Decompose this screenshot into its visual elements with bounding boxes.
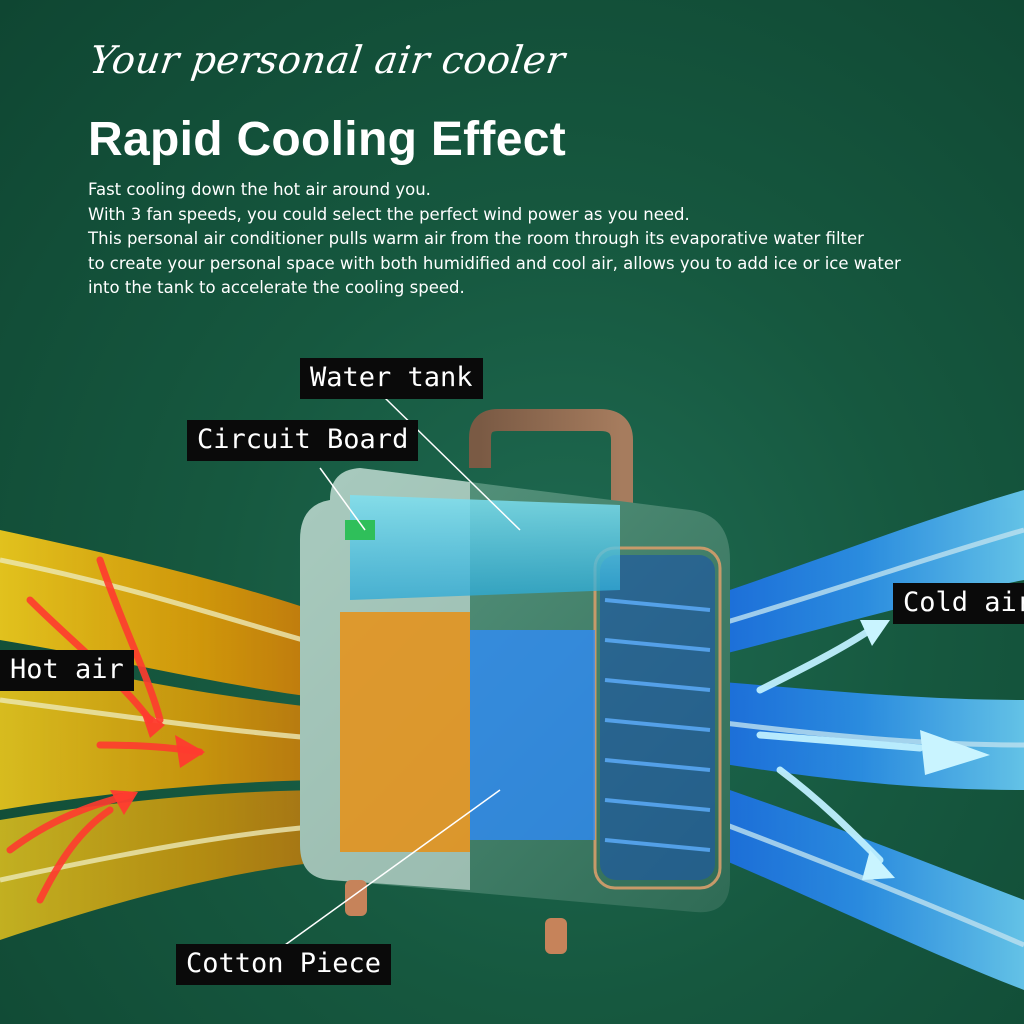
description-line-5: into the tank to accelerate the cooling … bbox=[88, 278, 465, 297]
description-line-4: to create your personal space with both … bbox=[88, 253, 901, 273]
cotton-piece-label: Cotton Piece bbox=[176, 944, 392, 985]
description: Fast cooling down the hot air around you… bbox=[88, 178, 1008, 301]
cold-air-label: Cold air bbox=[893, 583, 1024, 624]
hot-air-label: Hot air bbox=[0, 650, 134, 691]
circuit-board-label: Circuit Board bbox=[187, 420, 419, 461]
description-line-1: Fast cooling down the hot air around you… bbox=[88, 180, 431, 199]
air-cooler-body bbox=[300, 409, 730, 954]
description-line-3: This personal air conditioner pulls warm… bbox=[88, 229, 864, 248]
description-line-2: With 3 fan speeds, you could select the … bbox=[88, 204, 690, 224]
water-tank-label: Water tank bbox=[300, 358, 483, 399]
cold-air-stream bbox=[699, 490, 1024, 990]
cold-air-arrows bbox=[756, 626, 924, 864]
headline: Rapid Cooling Effect bbox=[88, 113, 566, 166]
